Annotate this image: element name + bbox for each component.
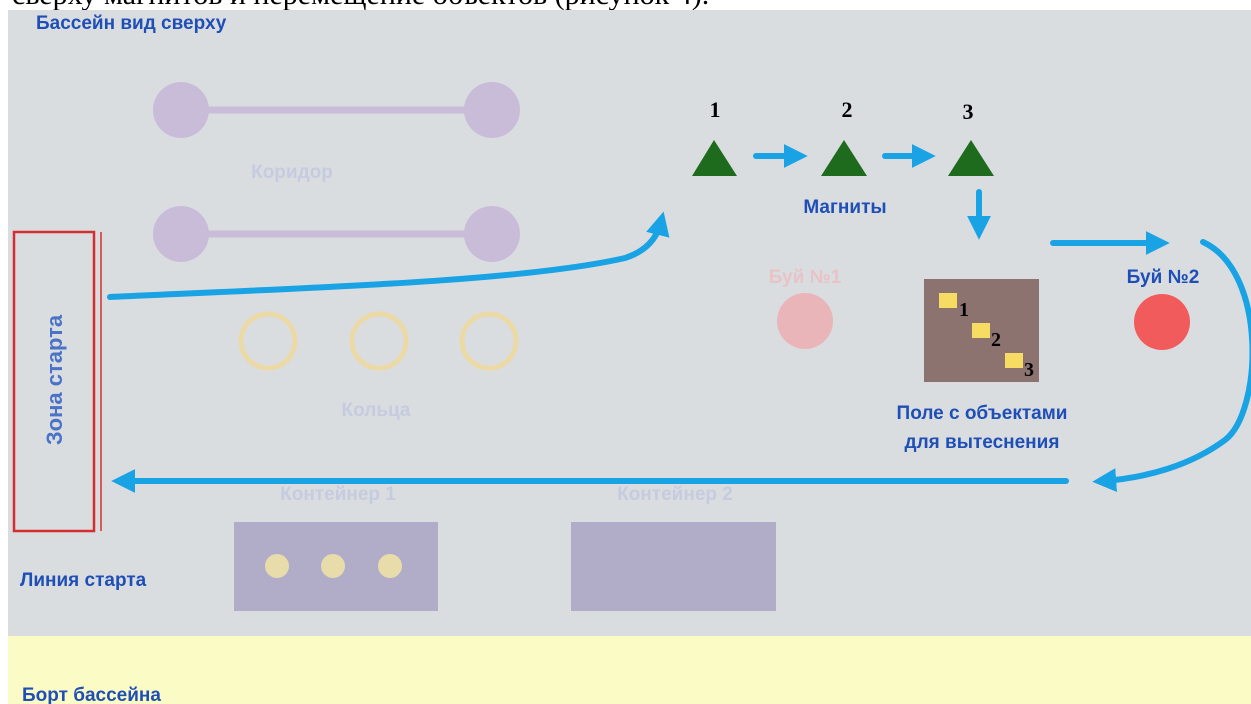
route-arrows [107,144,1251,493]
object-square [972,323,990,338]
pool-rim [8,636,1251,704]
magnet-number-2: 2 [842,97,853,122]
corridor-post [153,82,209,138]
buoy-1-circle [777,293,833,349]
start-zone-label: Зона старта [42,314,67,445]
object-number-1: 1 [959,299,969,321]
container-1: Контейнер 1 [234,484,438,611]
object-number-2: 2 [991,329,1001,351]
header-text: сверху магнитов и перемещение объектов (… [12,0,709,10]
pool-title: Бассейн вид сверху [36,13,227,34]
container-1-label: Контейнер 1 [280,484,396,505]
magnets: 1 2 3 Магниты [692,97,994,218]
magnet-1-triangle-icon [692,140,737,176]
container-ball [321,554,345,578]
objects-field: 1 2 3 Поле с объектами для вытеснения [897,279,1068,453]
magnets-label: Магниты [803,197,886,218]
corridor: Коридор [153,82,520,262]
object-square [1005,353,1023,368]
container-ball [378,554,402,578]
container-2-box [571,522,776,611]
magnet-3-triangle-icon [948,140,994,176]
rings: Кольца [238,311,519,421]
buoy-2-label: Буй №2 [1127,267,1200,288]
corridor-post [464,82,520,138]
ring [238,311,298,371]
magnet-2-triangle-icon [821,140,867,176]
corridor-label: Коридор [251,162,333,183]
ring [459,311,519,371]
pool-side-label: Борт бассейна [22,685,161,704]
arrow-around-buoy-2 [1092,239,1251,493]
magnet-number-3: 3 [963,99,974,124]
start-zone-box [12,230,96,533]
rings-label: Кольца [342,400,411,421]
container-ball [265,554,289,578]
cropped-header-text: сверху магнитов и перемещение объектов (… [0,0,1251,10]
objects-field-label-line1: Поле с объектами [897,403,1068,424]
buoy-1: Буй №1 [769,267,842,349]
container-2: Контейнер 2 [571,484,776,611]
objects-field-label-line2: для вытеснения [905,432,1060,453]
container-2-label: Контейнер 2 [617,484,733,505]
buoy-2: Буй №2 [1127,267,1200,350]
ring [349,311,409,371]
corridor-post [464,206,520,262]
start-line-label: Линия старта [20,570,147,591]
buoy-1-label: Буй №1 [769,267,842,288]
magnet-number-1: 1 [710,97,721,122]
corridor-post [153,206,209,262]
object-number-3: 3 [1024,359,1034,381]
arrow-start-to-magnets [107,211,670,300]
start-zone: Зона старта [12,230,102,533]
buoy-2-circle [1134,294,1190,350]
object-square [939,293,957,308]
